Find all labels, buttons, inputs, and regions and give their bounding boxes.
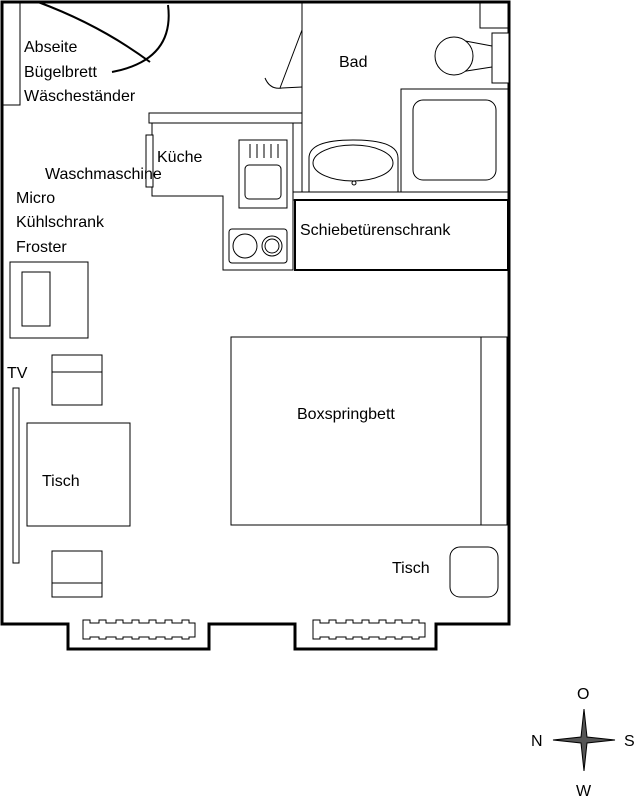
chair-2 xyxy=(51,550,103,598)
drain xyxy=(351,180,357,186)
compass-south: S xyxy=(624,733,635,750)
label-buegelbrett: Bügelbrett xyxy=(24,64,97,81)
compass-rose: O N S W xyxy=(531,686,635,800)
washbasin-bowl xyxy=(312,144,394,182)
toilet xyxy=(434,36,474,76)
washing-machine xyxy=(145,134,154,188)
label-waeschestaender: Wäscheständer xyxy=(24,88,136,105)
compass-east: O xyxy=(577,686,589,703)
stove-burner-large xyxy=(232,233,258,259)
label-tv: TV xyxy=(7,365,28,382)
table-1 xyxy=(26,422,131,527)
fridge xyxy=(9,261,89,339)
label-tisch-1: Tisch xyxy=(42,473,80,490)
schiebetuerenschrank xyxy=(294,199,509,271)
shower-tray xyxy=(412,99,497,181)
table-2 xyxy=(449,546,499,598)
label-bett: Boxspringbett xyxy=(297,406,395,423)
label-waschmaschine: Waschmaschine xyxy=(45,166,162,183)
chair-1 xyxy=(51,354,103,406)
door-swing-abseite[interactable] xyxy=(37,1,170,73)
kitchen-counter-top xyxy=(148,112,303,124)
label-froster: Froster xyxy=(16,239,67,256)
bad-wall xyxy=(292,2,303,200)
kitchen-sink xyxy=(238,139,288,209)
compass-west: W xyxy=(576,783,592,800)
label-tisch-2: Tisch xyxy=(392,560,430,577)
label-schrank: Schiebetürenschrank xyxy=(300,222,451,239)
door-swing-bad[interactable] xyxy=(264,29,303,89)
stove-burner-small-inner xyxy=(264,238,280,254)
outer-wall xyxy=(0,0,511,651)
compass-north: N xyxy=(531,733,543,750)
abseite-wall xyxy=(1,1,21,106)
shower xyxy=(400,88,509,193)
bad-box-top xyxy=(479,1,509,29)
label-bad: Bad xyxy=(339,54,367,71)
label-abseite: Abseite xyxy=(24,39,77,56)
fridge-inner xyxy=(21,271,51,327)
radiator-1 xyxy=(82,619,196,640)
tv xyxy=(12,387,20,564)
compass-star-icon xyxy=(552,708,616,772)
label-kuehlschrank: Kühlschrank xyxy=(16,214,105,231)
radiator-2 xyxy=(312,619,426,640)
sink-bowl xyxy=(244,164,282,200)
washbasin xyxy=(308,139,399,192)
label-kueche: Küche xyxy=(157,149,202,166)
divider xyxy=(293,191,509,201)
bed xyxy=(230,336,508,526)
toilet-tank xyxy=(491,32,510,84)
sink-drainer xyxy=(249,144,279,158)
stove xyxy=(228,228,288,264)
kitchen-outline xyxy=(151,123,294,271)
label-micro: Micro xyxy=(16,190,55,207)
stove-burner-small xyxy=(261,235,283,257)
